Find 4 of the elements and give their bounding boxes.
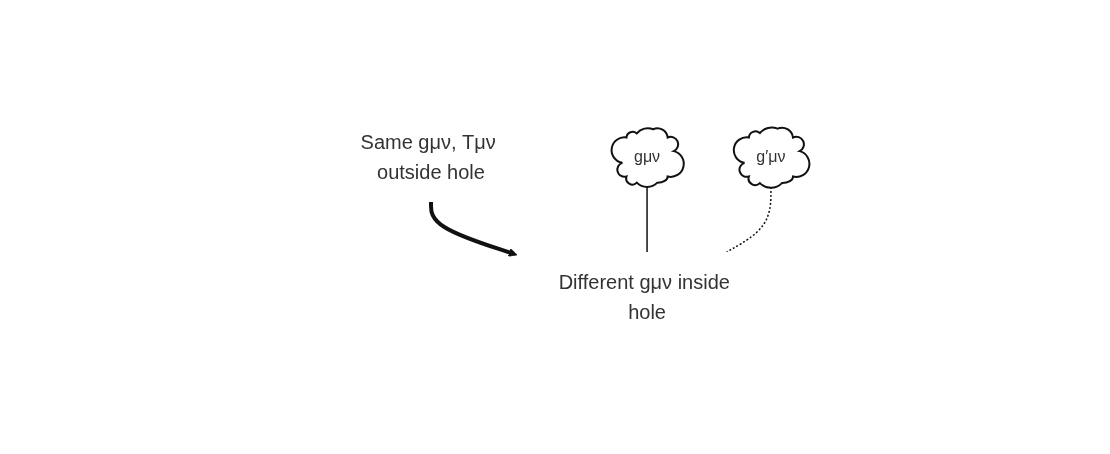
arrow <box>428 202 518 257</box>
node-text: Same gμν, Tμν outside hole <box>360 131 496 183</box>
connector <box>646 185 648 253</box>
node-text: Different gμν inside hole <box>558 270 730 323</box>
